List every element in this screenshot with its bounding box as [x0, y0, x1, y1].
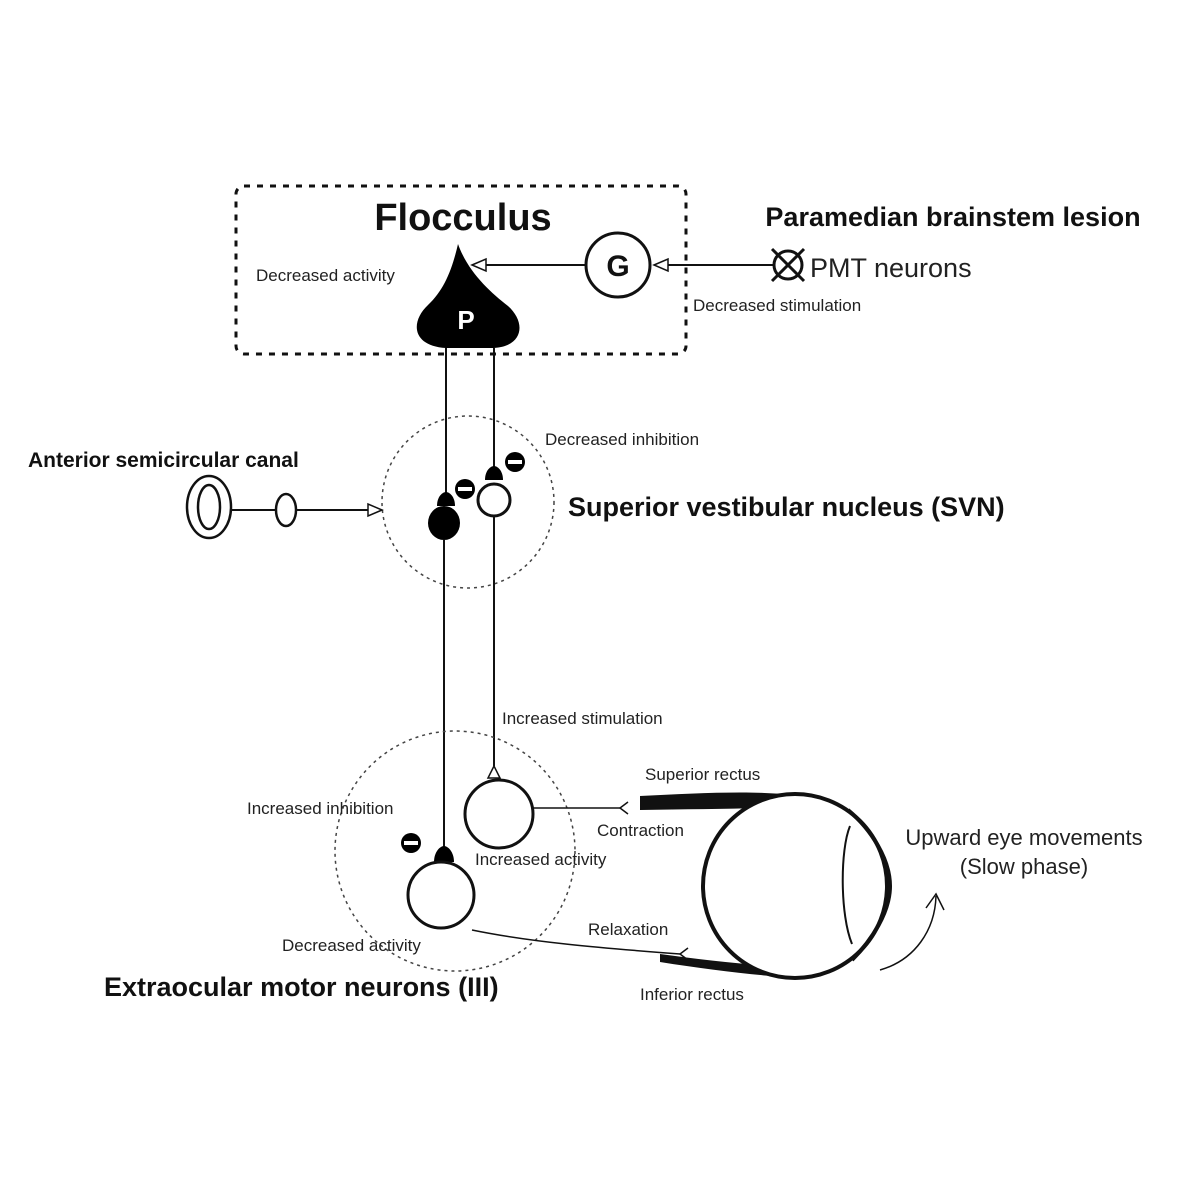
superior-rectus-label: Superior rectus — [645, 765, 760, 784]
synapse-terminal-purkinje — [470, 257, 487, 273]
flocculus-decreased-activity: Decreased activity — [256, 266, 395, 285]
relaxation-label: Relaxation — [588, 920, 668, 939]
inferior-rectus-label: Inferior rectus — [640, 985, 744, 1004]
svn-neuron-excitatory — [476, 482, 512, 518]
flocculus-region — [234, 184, 688, 356]
canal-label: Anterior semicircular canal — [28, 449, 299, 472]
svn-neuron-inhibitory — [428, 506, 460, 540]
minus-sign-svn-left — [455, 479, 475, 499]
synapse-terminal-granule — [652, 257, 669, 273]
decreased-stimulation-label: Decreased stimulation — [693, 296, 861, 315]
svn-decreased-inhibition: Decreased inhibition — [545, 430, 699, 449]
inhibitory-terminal-left — [437, 492, 455, 506]
synapse-terminal-motor-upper — [486, 764, 502, 779]
motor-increased-activity: Increased activity — [475, 850, 607, 869]
motor-neuron-inferior-rectus — [406, 860, 476, 930]
eyeball — [701, 792, 889, 980]
inhibitory-terminal-motor — [434, 846, 454, 862]
cornea-bulge — [846, 808, 893, 962]
pmt-neurons-label: PMT neurons — [810, 253, 972, 283]
motor-neurons-label: Extraocular motor neurons (III) — [104, 972, 499, 1002]
motor-increased-inhibition: Increased inhibition — [247, 799, 393, 818]
motor-neuron-region — [334, 730, 576, 972]
granule-letter: G — [606, 250, 629, 283]
motor-neuron-superior-rectus — [463, 778, 535, 850]
svn-increased-stimulation: Increased stimulation — [502, 709, 663, 728]
lens-line — [841, 825, 853, 945]
lesion-cross-b — [770, 247, 806, 283]
vestibular-ganglion — [274, 492, 298, 528]
svn-label: Superior vestibular nucleus (SVN) — [568, 492, 1005, 522]
purkinje-letter: P — [457, 305, 474, 335]
inferior-rectus-nerve — [471, 929, 681, 955]
upward-rotation-arrow — [879, 895, 937, 971]
lesion-title: Paramedian brainstem lesion — [765, 202, 1140, 232]
flocculus-title: Flocculus — [374, 197, 551, 239]
svn-region — [381, 415, 555, 589]
purkinje-cell — [416, 244, 520, 348]
minus-sign-motor — [401, 833, 421, 853]
synapse-terminal-svn — [367, 502, 384, 518]
superior-rectus-endplate — [618, 801, 629, 815]
canal-inner — [196, 483, 222, 531]
motor-decreased-activity: Decreased activity — [282, 936, 421, 955]
eye-movement-line1: Upward eye movements — [905, 825, 1142, 850]
eye-movement-line2: (Slow phase) — [960, 854, 1088, 879]
upward-rotation-arrowhead — [925, 892, 945, 911]
minus-sign-svn-right — [505, 452, 525, 472]
inhibitory-terminal-right — [485, 466, 503, 480]
granule-cell — [584, 231, 652, 299]
contraction-label: Contraction — [597, 821, 684, 840]
